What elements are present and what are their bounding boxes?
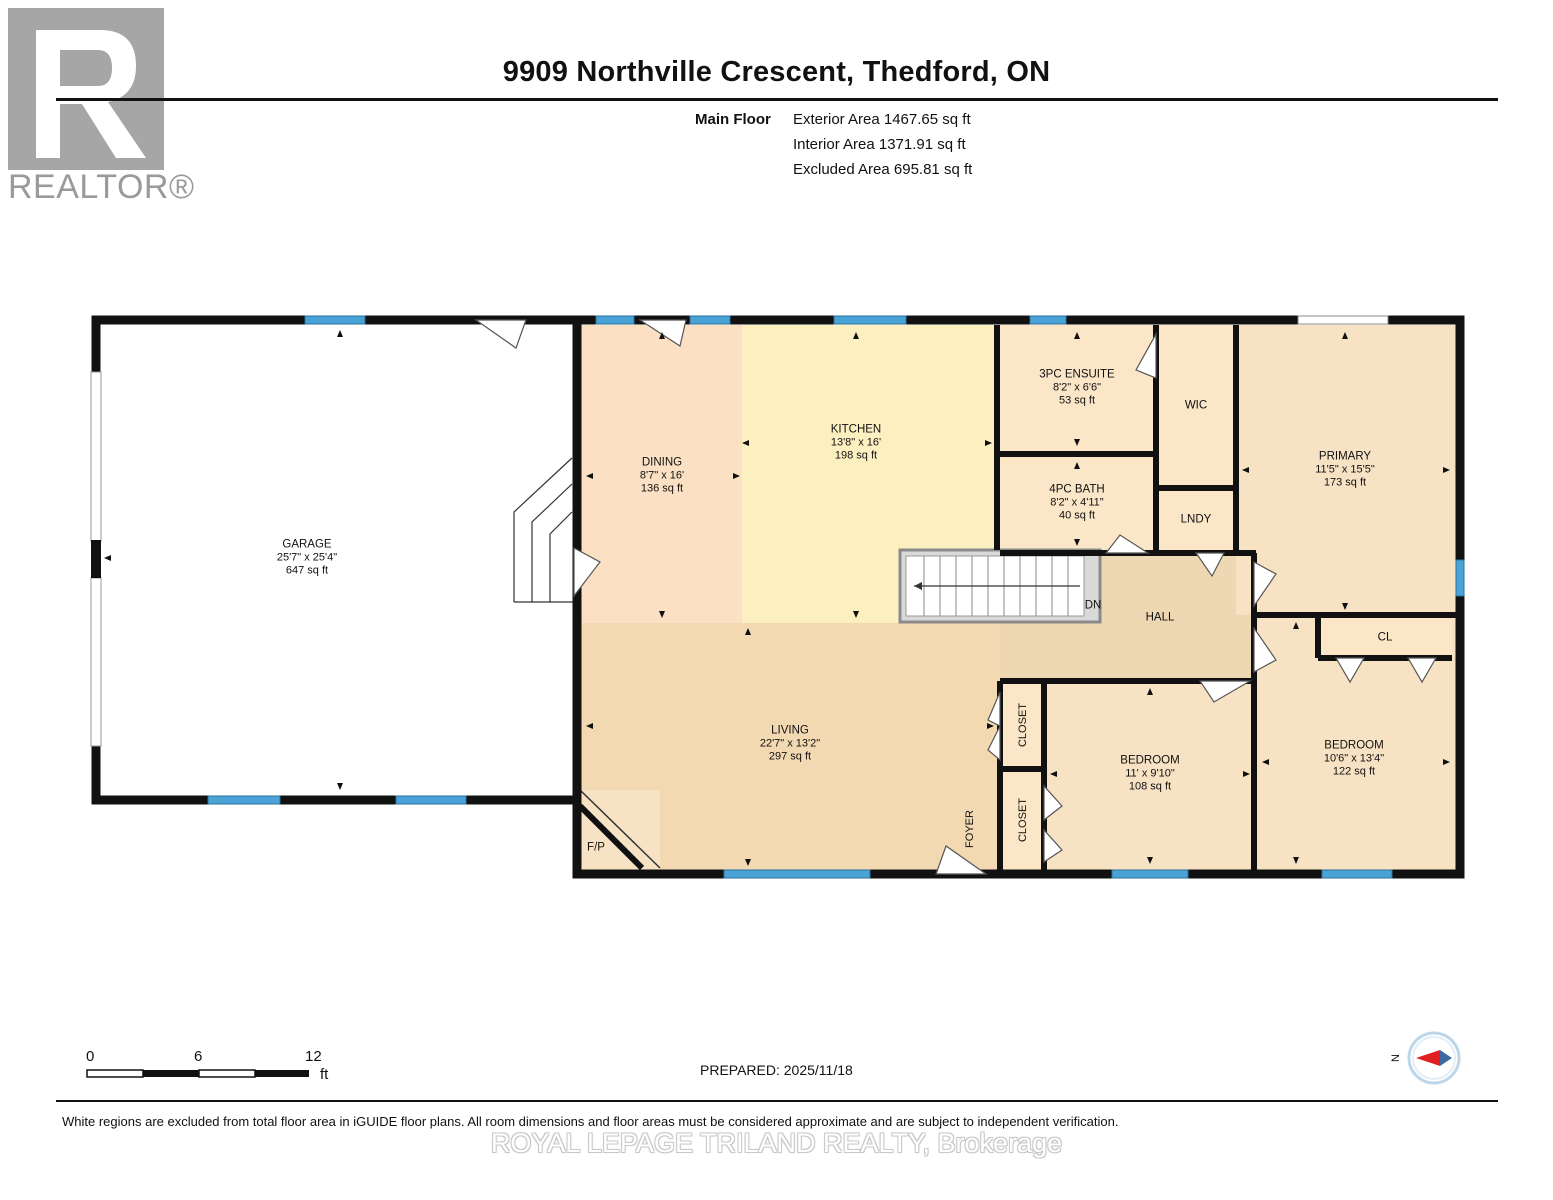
cl-fill bbox=[1318, 618, 1452, 658]
closet1-fill bbox=[1000, 681, 1044, 767]
dining-fill bbox=[580, 325, 742, 623]
scale-mark-12: 12 bbox=[305, 1048, 322, 1065]
floor-label: Main Floor bbox=[695, 111, 771, 128]
excluded-area: Excluded Area 695.81 sq ft bbox=[793, 161, 973, 178]
header-divider bbox=[56, 98, 1498, 101]
scale-mark-6: 6 bbox=[194, 1048, 203, 1065]
interior-area: Interior Area 1371.91 sq ft bbox=[793, 136, 966, 153]
dimension-arrows bbox=[104, 330, 1450, 866]
room-fp: F/P bbox=[587, 841, 605, 854]
scale-mark-0: 0 bbox=[86, 1048, 95, 1065]
room-foyer: FOYER bbox=[964, 810, 976, 848]
primary-fill bbox=[1236, 325, 1458, 615]
bath-fill bbox=[1000, 456, 1156, 553]
stairs-label: DN bbox=[1084, 599, 1102, 612]
room-wic: WIC bbox=[1184, 399, 1208, 412]
scale-bar bbox=[86, 1069, 309, 1078]
room-hall: HALL bbox=[1145, 611, 1175, 624]
closet2-fill bbox=[1000, 771, 1044, 871]
page-title: 9909 Northville Crescent, Thedford, ON bbox=[502, 56, 1051, 88]
realtor-logo bbox=[8, 8, 164, 175]
room-cl: CL bbox=[1377, 631, 1393, 644]
fireplace-diagonal bbox=[579, 789, 661, 869]
garage-steps bbox=[513, 457, 574, 603]
compass-label: N bbox=[1389, 1054, 1402, 1062]
realtor-wordmark: REALTOR® bbox=[8, 168, 195, 206]
compass-north-arrow-icon bbox=[1407, 1031, 1461, 1085]
doors bbox=[474, 319, 1438, 875]
bedroom1-fill bbox=[1044, 681, 1256, 871]
room-lndy: LNDY bbox=[1180, 513, 1212, 526]
scale-unit: ft bbox=[320, 1066, 329, 1083]
exterior-area: Exterior Area 1467.65 sq ft bbox=[793, 111, 971, 128]
stairs bbox=[898, 548, 1102, 624]
footer-divider bbox=[56, 1100, 1498, 1102]
disclaimer: White regions are excluded from total fl… bbox=[62, 1114, 1119, 1129]
windows bbox=[91, 315, 1465, 879]
room-closet-2: CLOSET bbox=[1017, 797, 1029, 843]
prepared-date: PREPARED: 2025/11/18 bbox=[700, 1062, 853, 1078]
room-closet-1: CLOSET bbox=[1017, 702, 1029, 748]
wic-fill bbox=[1156, 325, 1236, 486]
lndy-fill bbox=[1156, 486, 1236, 553]
brokerage-watermark: ROYAL LEPAGE TRILAND REALTY, Brokerage bbox=[490, 1128, 1063, 1158]
ensuite-fill bbox=[1000, 325, 1156, 451]
realtor-r-logo-icon bbox=[8, 8, 164, 170]
